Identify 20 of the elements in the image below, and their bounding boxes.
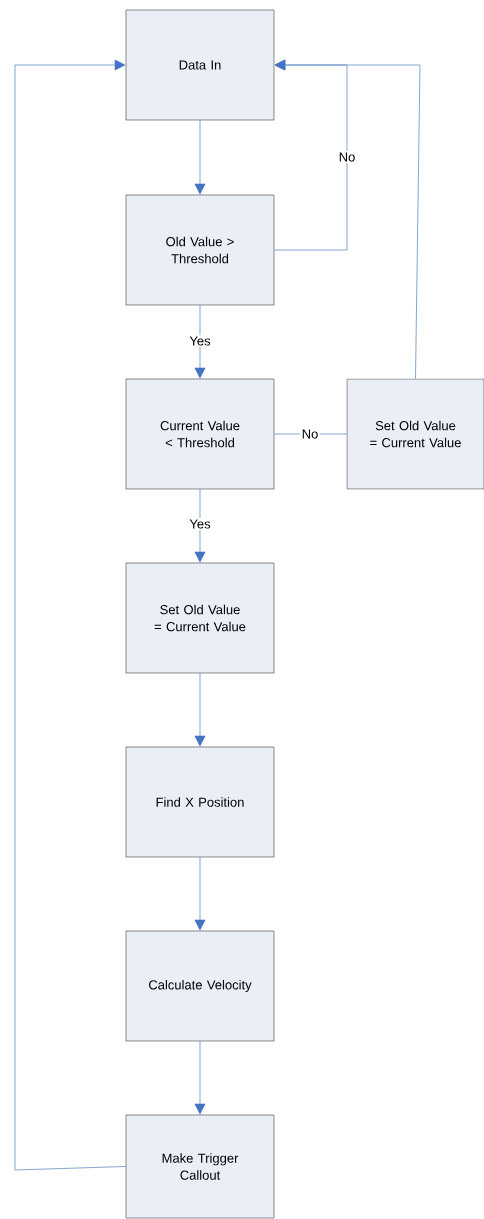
process-box: Set Old Value = Current Value [346, 378, 484, 490]
edge-label: No [337, 150, 357, 164]
arrow [194, 856, 206, 931]
edge-label: No [300, 427, 320, 441]
arrow [274, 59, 421, 380]
edge-label: Yes [187, 334, 213, 348]
arrow [194, 119, 206, 195]
process-box: Current Value < Threshold [125, 378, 275, 490]
process-box: Find X Position [125, 746, 275, 858]
arrow [194, 488, 206, 563]
arrow [14, 59, 127, 1171]
process-box: Old Value > Threshold [125, 194, 275, 306]
process-box: Make Trigger Callout [125, 1114, 275, 1219]
arrow [194, 304, 206, 379]
arrow [194, 1040, 206, 1115]
arrow [194, 672, 206, 747]
process-box: Set Old Value = Current Value [125, 562, 275, 674]
process-box: Calculate Velocity [125, 930, 275, 1042]
process-box: Data In [125, 9, 275, 121]
edge-label: Yes [187, 517, 213, 531]
